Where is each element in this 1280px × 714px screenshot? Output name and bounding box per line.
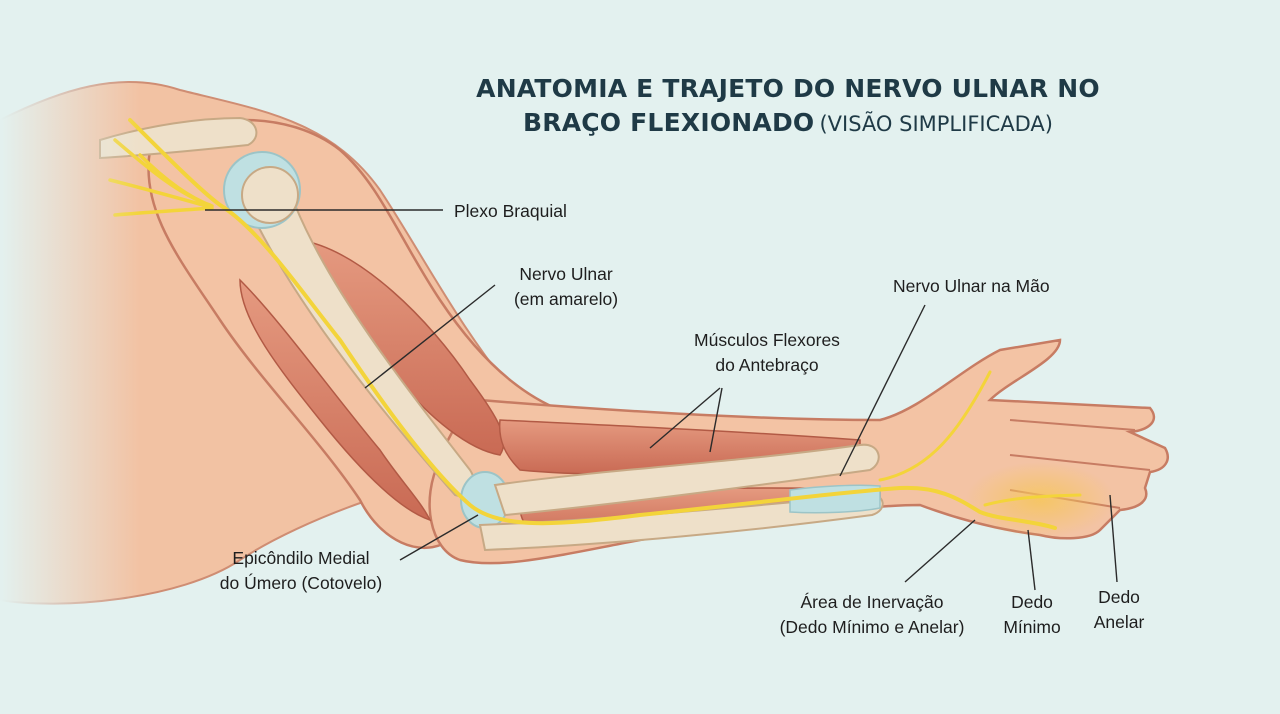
label-area-line1: Área de Inervação bbox=[800, 592, 944, 612]
label-nervo-ulnar-mao: Nervo Ulnar na Mão bbox=[893, 274, 1050, 299]
label-epicondilo: Epicôndilo Medial do Úmero (Cotovelo) bbox=[196, 546, 406, 596]
label-nervo-ulnar-line1: Nervo Ulnar bbox=[519, 264, 613, 284]
title-line-2: BRAÇO FLEXIONADO (VISÃO SIMPLIFICADA) bbox=[448, 106, 1128, 143]
title-line-2-normal: (VISÃO SIMPLIFICADA) bbox=[819, 112, 1053, 136]
label-area-inervacao: Área de Inervação (Dedo Mínimo e Anelar) bbox=[752, 590, 992, 640]
label-epicondilo-line2: do Úmero (Cotovelo) bbox=[219, 573, 383, 593]
label-dedo-minimo: Dedo Mínimo bbox=[996, 590, 1068, 640]
label-dedo-anelar: Dedo Anelar bbox=[1084, 585, 1154, 635]
innervation-area-glow bbox=[965, 462, 1115, 538]
label-nervo-ulnar: Nervo Ulnar (em amarelo) bbox=[496, 262, 636, 312]
radius-bone bbox=[493, 443, 880, 517]
label-dedo-minimo-line1: Dedo bbox=[1011, 592, 1053, 612]
label-nervo-ulnar-mao-text: Nervo Ulnar na Mão bbox=[893, 276, 1050, 296]
left-fade bbox=[0, 0, 140, 714]
label-dedo-minimo-line2: Mínimo bbox=[1003, 617, 1061, 637]
leader-dedo-anelar bbox=[1109, 494, 1118, 583]
label-dedo-anelar-line1: Dedo bbox=[1098, 587, 1140, 607]
leader-area bbox=[904, 519, 976, 583]
leader-epicondilo bbox=[399, 514, 479, 561]
leader-dedo-minimo bbox=[1027, 529, 1036, 591]
label-dedo-anelar-line2: Anelar bbox=[1093, 612, 1145, 632]
label-nervo-ulnar-line2: (em amarelo) bbox=[513, 289, 619, 309]
brachial-plexus-branches bbox=[108, 138, 214, 217]
label-epicondilo-line1: Epicôndilo Medial bbox=[232, 548, 370, 568]
label-musculos-line2: do Antebraço bbox=[715, 355, 819, 375]
ulnar-nerve-palm-branch bbox=[878, 370, 1082, 507]
leader-musculos-2 bbox=[709, 387, 723, 453]
triceps-muscle bbox=[239, 278, 432, 522]
humeral-head-bone bbox=[241, 166, 299, 224]
label-plexo-text: Plexo Braquial bbox=[454, 201, 567, 221]
label-musculos-flexores: Músculos Flexores do Antebraço bbox=[672, 328, 862, 378]
page-title: ANATOMIA E TRAJETO DO NERVO ULNAR NO BRA… bbox=[448, 72, 1128, 143]
label-plexo-braquial: Plexo Braquial bbox=[454, 199, 567, 224]
ulnar-nerve bbox=[128, 118, 1057, 530]
title-line-1: ANATOMIA E TRAJETO DO NERVO ULNAR NO bbox=[476, 74, 1100, 103]
label-musculos-line1: Músculos Flexores bbox=[694, 330, 840, 350]
leader-ulnar-mao bbox=[839, 304, 926, 477]
leader-ulnar bbox=[364, 284, 496, 389]
leader-lines bbox=[205, 209, 1118, 591]
leader-musculos-1 bbox=[649, 387, 721, 449]
title-line-2-bold: BRAÇO FLEXIONADO bbox=[523, 108, 815, 137]
label-area-line2: (Dedo Mínimo e Anelar) bbox=[779, 617, 965, 637]
